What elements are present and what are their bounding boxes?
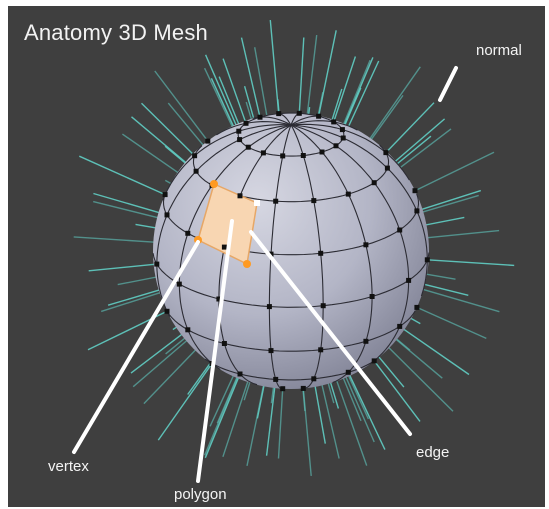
normal-line bbox=[370, 67, 420, 139]
mesh-vertex bbox=[165, 309, 170, 314]
normal-line bbox=[101, 291, 165, 311]
normal-line bbox=[415, 287, 499, 312]
mesh-vertex bbox=[413, 188, 418, 193]
mesh-vertex bbox=[185, 327, 190, 332]
normal-line bbox=[374, 361, 420, 422]
mesh-vertex bbox=[316, 114, 321, 119]
mesh-vertex bbox=[372, 358, 377, 363]
normal-line bbox=[242, 38, 261, 118]
normal-label: normal bbox=[476, 42, 522, 59]
mesh-vertex bbox=[363, 339, 368, 344]
mesh-vertex bbox=[222, 245, 227, 250]
mesh-vertex bbox=[318, 347, 323, 352]
normal-line bbox=[319, 30, 337, 116]
mesh-vertex bbox=[237, 137, 242, 142]
normal-line bbox=[417, 191, 481, 211]
mesh-vertex bbox=[280, 153, 285, 158]
mesh-vertex bbox=[177, 282, 182, 287]
mesh-vertex bbox=[154, 262, 159, 267]
normal-line bbox=[74, 237, 155, 242]
mesh-vertex bbox=[163, 192, 168, 197]
normal-line bbox=[279, 389, 283, 459]
mesh-vertex bbox=[165, 212, 170, 217]
mesh-vertex bbox=[276, 111, 281, 116]
mesh-vertex bbox=[383, 150, 388, 155]
mesh-vertex bbox=[280, 386, 285, 391]
mesh-vertex bbox=[297, 111, 302, 116]
mesh-vertex bbox=[192, 153, 197, 158]
vertex-marker-orange bbox=[243, 260, 251, 268]
mesh-vertex bbox=[321, 303, 326, 308]
normal-line bbox=[387, 119, 444, 168]
edge-endpoint-marker bbox=[254, 200, 260, 206]
normal-line bbox=[342, 57, 373, 129]
mesh-vertex bbox=[385, 166, 390, 171]
mesh-vertex bbox=[194, 169, 199, 174]
normal-line bbox=[206, 55, 239, 131]
mesh-vertex bbox=[269, 348, 274, 353]
mesh-vertex bbox=[301, 386, 306, 391]
mesh-vertex bbox=[238, 372, 243, 377]
diagram-title: Anatomy 3D Mesh bbox=[24, 20, 208, 46]
normal-line bbox=[425, 231, 499, 238]
mesh-vertex bbox=[246, 145, 251, 150]
mesh-vertex bbox=[341, 136, 346, 141]
normal-line bbox=[417, 307, 486, 338]
mesh-vertex bbox=[397, 324, 402, 329]
normal-line bbox=[299, 38, 304, 114]
mesh-vertex bbox=[311, 198, 316, 203]
mesh-vertex bbox=[318, 251, 323, 256]
normal-line bbox=[427, 260, 514, 266]
normal-line bbox=[415, 152, 494, 191]
mesh-vertex bbox=[244, 121, 249, 126]
mesh-vertex bbox=[238, 193, 243, 198]
mesh-vertex bbox=[185, 231, 190, 236]
normal-line bbox=[122, 134, 182, 176]
normal-indicator-line bbox=[440, 68, 456, 100]
vertex-marker-orange bbox=[210, 180, 218, 188]
mesh-vertex bbox=[363, 242, 368, 247]
mesh-vertex bbox=[414, 208, 419, 213]
vertex-label: vertex bbox=[48, 458, 89, 475]
mesh-vertex bbox=[261, 150, 266, 155]
mesh-vertex bbox=[236, 129, 241, 134]
edge-label: edge bbox=[416, 444, 449, 461]
normal-line bbox=[334, 57, 356, 122]
normal-line bbox=[348, 372, 385, 449]
mesh-vertex bbox=[331, 119, 336, 124]
diagram-frame: Anatomy 3D Mesh normal vertex polygon ed… bbox=[8, 6, 545, 507]
normal-line bbox=[79, 156, 165, 194]
mesh-vertex bbox=[397, 228, 402, 233]
normal-line bbox=[89, 264, 157, 271]
normal-line bbox=[342, 60, 370, 128]
normal-line bbox=[322, 385, 339, 459]
mesh-vertex bbox=[320, 150, 325, 155]
mesh-vertex bbox=[346, 370, 351, 375]
mesh-vertex bbox=[346, 192, 351, 197]
mesh-vertex bbox=[258, 115, 263, 120]
mesh-vertex bbox=[301, 153, 306, 158]
mesh-vertex bbox=[267, 304, 272, 309]
normal-line bbox=[336, 379, 367, 466]
mesh-vertex bbox=[273, 199, 278, 204]
mesh-vertex bbox=[370, 294, 375, 299]
normal-line bbox=[267, 379, 276, 455]
mesh-vertex bbox=[273, 377, 278, 382]
mesh-vertex bbox=[406, 278, 411, 283]
mesh-vertex bbox=[372, 180, 377, 185]
normal-line bbox=[255, 47, 269, 123]
mesh-vertex bbox=[205, 139, 210, 144]
normal-line bbox=[306, 35, 316, 123]
mesh-vertex bbox=[311, 376, 316, 381]
mesh-vertex bbox=[414, 305, 419, 310]
mesh-vertex bbox=[222, 341, 227, 346]
mesh-vertex bbox=[425, 257, 430, 262]
normal-line bbox=[155, 71, 208, 141]
mesh-vertex bbox=[334, 143, 339, 148]
mesh-vertex bbox=[340, 127, 345, 132]
mesh-illustration bbox=[8, 6, 545, 507]
normal-line bbox=[270, 20, 278, 114]
polygon-label: polygon bbox=[174, 486, 227, 503]
